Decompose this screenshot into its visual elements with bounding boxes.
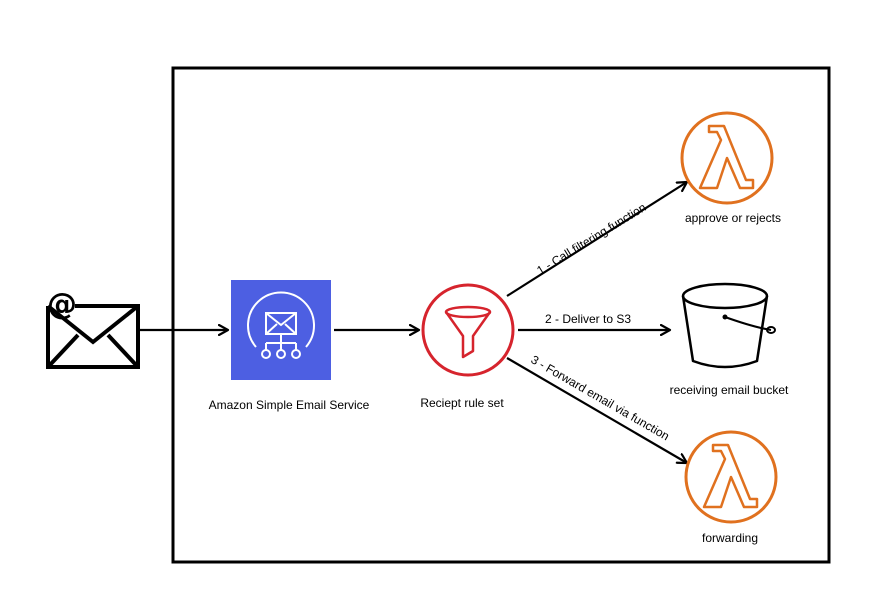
forwarding-label: forwarding	[702, 531, 758, 545]
approve-label: approve or rejects	[685, 211, 781, 225]
edge-ruleset-to-forwarding	[506, 357, 687, 463]
system-boundary	[171, 66, 831, 564]
rule-set-label: Reciept rule set	[420, 396, 504, 410]
filter-funnel-icon	[421, 283, 515, 377]
edge-label-forward: 3 - Forward email via function	[529, 352, 672, 443]
lambda-icon	[680, 111, 774, 205]
ses-icon	[231, 280, 331, 380]
lambda-icon	[684, 430, 778, 524]
s3-bucket-icon	[681, 282, 776, 369]
edge-ruleset-to-approve	[506, 182, 687, 297]
envelope-at-icon: @	[46, 287, 140, 369]
ses-label: Amazon Simple Email Service	[209, 398, 370, 412]
edge-label-filtering: 1 - Call filtering function	[534, 200, 648, 277]
bucket-label: receiving email bucket	[670, 383, 789, 397]
edge-label-deliver: 2 - Deliver to S3	[545, 312, 631, 326]
